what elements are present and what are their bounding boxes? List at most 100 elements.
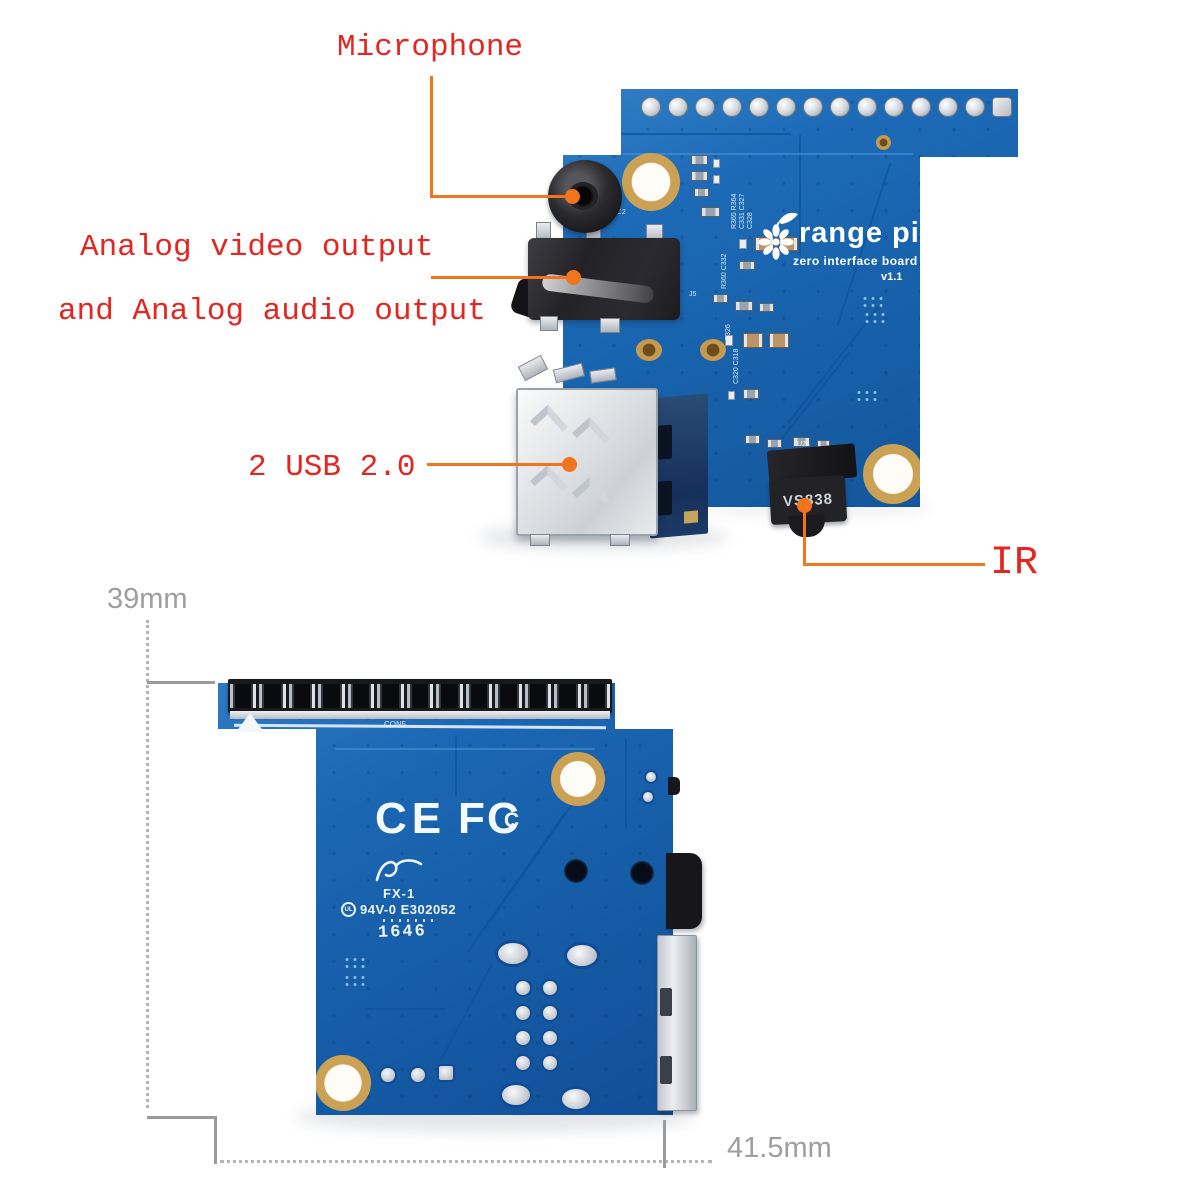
via-grid [861,295,887,311]
solder-pad [514,1029,532,1047]
solder-pad-large [495,940,531,967]
annotation-analog-label-line2: and Analog audio output [58,294,486,329]
solder-pad [541,1054,559,1072]
microphone-component [548,160,622,233]
annotation-microphone-label: Microphone [337,30,524,65]
solder-pad [437,1064,455,1082]
usb-through-hole [700,339,726,361]
manufacturer-signature-icon [375,859,423,882]
smd-pad [713,175,720,184]
silkscreen-text: C326 [725,324,732,341]
jack-leg [540,316,558,331]
solder-pad-large [499,1082,533,1108]
smd-resistor [739,261,755,270]
trace [799,135,801,255]
ir-leader-line-horizontal [803,563,985,566]
header-pin [965,97,985,117]
cert-line: 94V-0 E302052 [360,902,457,917]
usb-side-gold [684,510,698,524]
usb-through-hole [636,339,662,361]
ir-receiver-dome [788,514,826,538]
solder-pad [514,979,532,997]
solder-pad [409,1066,427,1084]
width-dimension-dotted-line [220,1160,712,1163]
smd-resistor [691,155,708,165]
mounting-hole-bottom-left [315,1055,371,1111]
header-pin [668,97,688,117]
fcc-outer-c: C [487,794,519,843]
mounting-hole-top-right [551,752,605,806]
via-grid [343,956,367,970]
height-dimension-dotted-line [146,620,149,1108]
header-pin [803,97,823,117]
width-dimension-left-tick [214,1116,217,1164]
header-pin [641,97,661,117]
solder-pad [541,1004,559,1022]
header-socket [347,684,375,708]
solder-dot [644,770,658,784]
height-dimension-label: 39mm [107,583,188,615]
height-dimension-bottom-tick [147,1116,217,1119]
fcc-mark: C C [487,794,519,844]
board-subtitle: zero interface board [793,254,918,268]
header-socket [495,684,522,708]
back-pin-header-metal [230,711,610,719]
smd-resistor [735,301,753,311]
header-socket [318,684,345,708]
orange-pi-pinwheel-icon [758,212,798,260]
smd-resistor [691,171,708,181]
trace [581,133,791,135]
header-pin [857,97,877,117]
header-pin [695,97,715,117]
dash-marks [383,919,435,922]
mounting-hole-bottom-right [863,444,923,504]
usb-connector-component [516,388,658,536]
analog-leader-line [431,276,571,279]
mic-leader-dot [565,189,580,204]
smd-capacitor [769,333,789,348]
usb-leader-line [427,463,567,466]
trace [623,153,913,155]
usb-contact [530,464,568,504]
header-socket [465,684,493,708]
usb-side-slot [658,480,672,516]
smd-resistor [793,437,810,447]
fcc-inner-c: C [504,809,520,832]
audio-jack-rear [666,853,702,929]
usb-rear-slot [660,988,672,1016]
usb-side-slot [658,424,672,460]
smd-resistor [767,439,782,448]
usb-rear-slot [660,1056,672,1084]
header-pin [722,97,742,117]
header-pin [749,97,769,117]
solder-pad-large [559,1086,593,1112]
silkscreen-text: C320 C318 [733,348,740,384]
smd-pad [725,335,733,346]
mic-leader-line-horizontal [430,195,572,198]
usb-connector-side [650,393,708,539]
silkscreen-text: R365 R364 [731,193,738,229]
smd-resistor [694,188,709,197]
header-pin [911,97,931,117]
smd-pad [713,159,720,168]
smd-capacitor [743,333,763,348]
header-socket [377,684,404,708]
usb-tab [517,354,549,382]
usb-foot [530,534,550,546]
ce-mark: CE [375,794,447,843]
solder-dot [641,790,655,804]
header-pin [830,97,850,117]
silkscreen-text: C331 C327 [739,193,746,229]
height-dimension-top-tick [147,681,215,684]
header-socket [406,684,434,708]
smd-pad [739,239,747,249]
solder-pad [379,1066,397,1084]
ir-leader-line-vertical [803,508,806,566]
gold-via [876,135,891,150]
silkscreen-refs: R365 R364 C331 C327 C328 [731,194,755,229]
smd-resistor [713,294,728,303]
header-socket [288,684,316,708]
connector-label: CON5 [384,720,407,729]
usb-connector-rear [657,935,697,1111]
